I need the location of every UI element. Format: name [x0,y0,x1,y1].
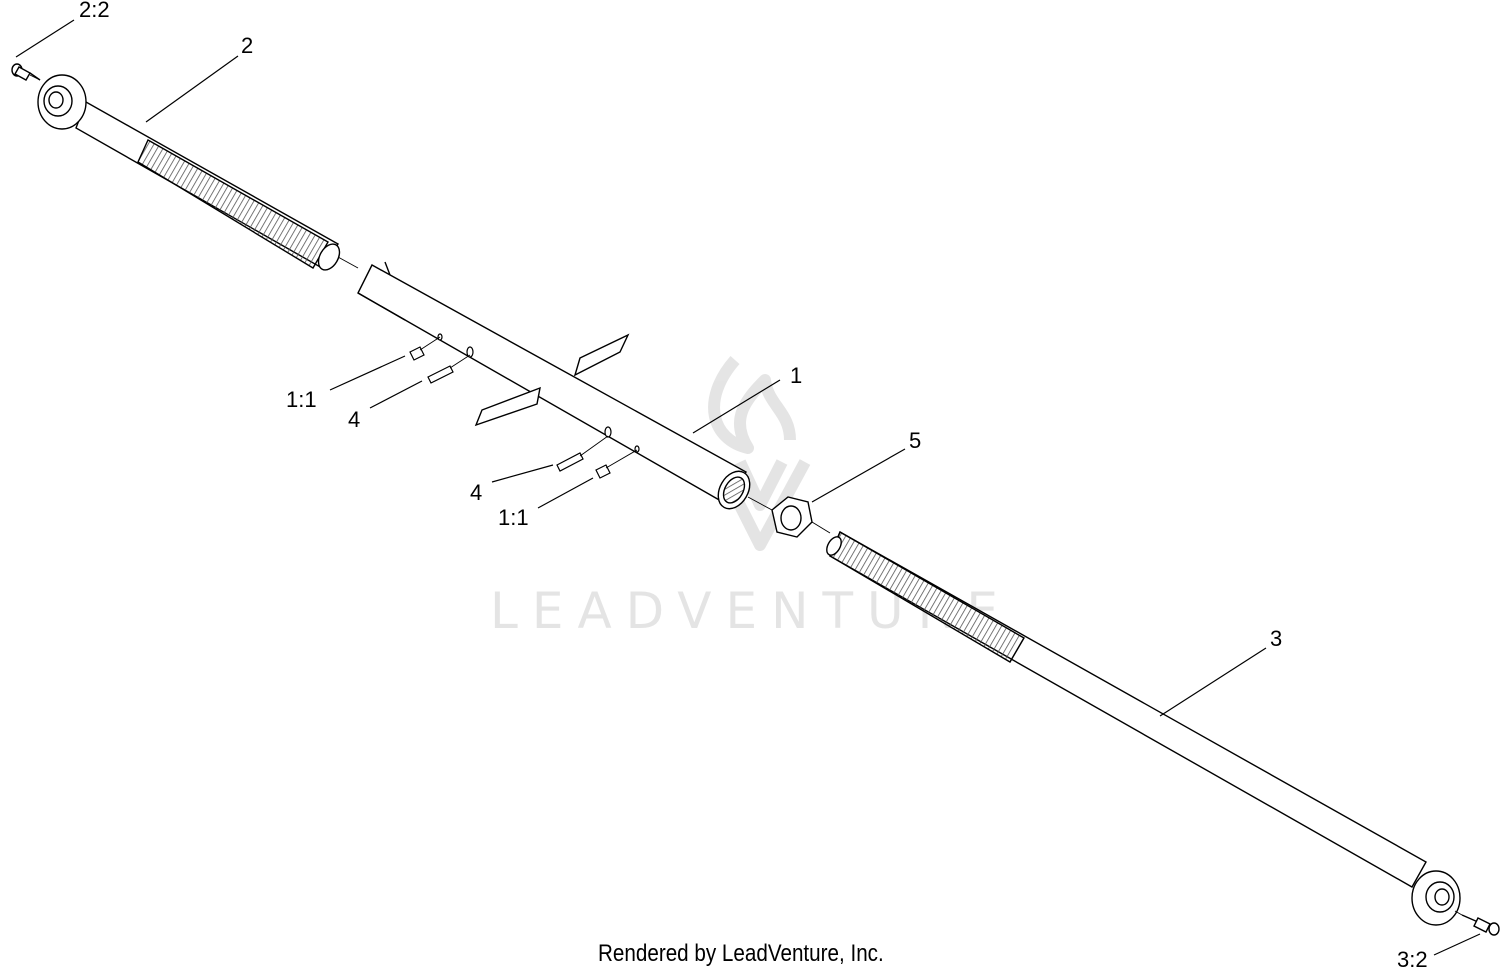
leader-lines [15,19,1481,956]
callout-labels: 2:2 2 1:1 4 1 5 4 1:1 3 3:2 [79,0,1428,972]
part-5-jam-nut [771,496,813,538]
fitting-1-1-lower-icon [595,464,611,479]
grease-fitting-right-icon [1461,914,1500,936]
callout-part-4-upper: 4 [348,407,360,432]
callout-part-3: 3 [1270,626,1282,651]
pin-4-upper-icon [427,365,454,384]
render-credit: Rendered by LeadVenture, Inc. [598,940,884,967]
small-parts [409,333,640,479]
fitting-1-1-upper-icon [409,346,425,361]
callout-part-5: 5 [909,428,921,453]
part-2-rod-end [37,74,341,271]
centerlines [29,74,1463,916]
callout-part-4-lower: 4 [470,480,482,505]
part-1-tube [357,261,751,510]
callout-ref-1-1-lower: 1:1 [498,505,529,530]
callout-ref-1-1-upper: 1:1 [286,387,317,412]
callout-ref-2-2: 2:2 [79,0,110,22]
grease-fitting-left-icon [11,63,41,81]
part-3-rod-end [826,530,1461,926]
callout-part-1: 1 [790,363,802,388]
callout-part-2: 2 [241,33,253,58]
pin-4-lower-icon [556,452,584,472]
callout-ref-3-2: 3:2 [1397,947,1428,972]
